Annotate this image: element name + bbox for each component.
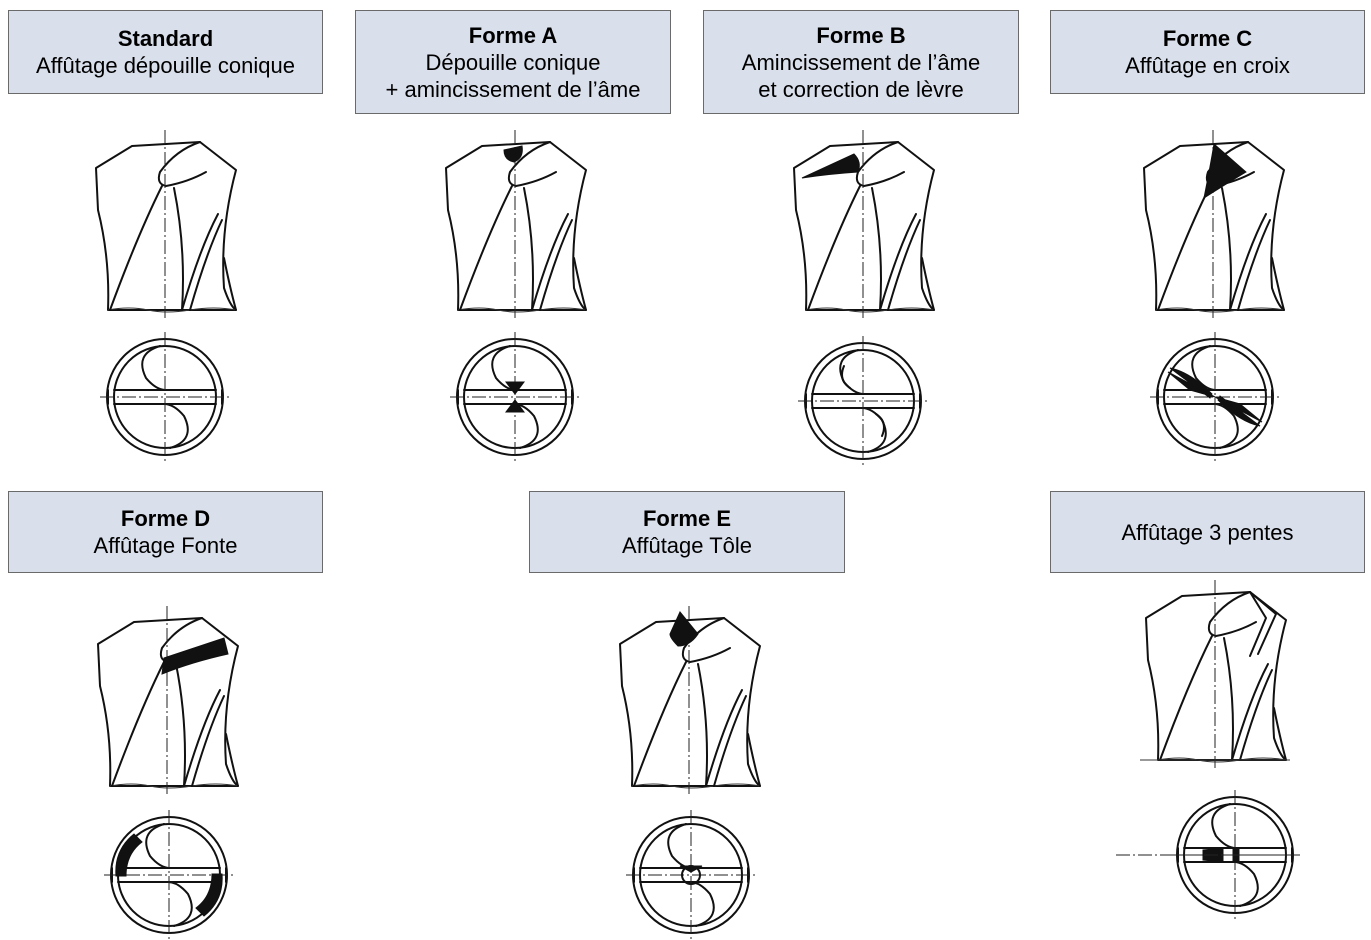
forme-b-side-view: [788, 128, 938, 318]
forme-d-band-mark: [115, 833, 223, 917]
label-line: et correction de lèvre: [758, 76, 964, 102]
label-forme-d: Forme D Affûtage Fonte: [8, 491, 323, 573]
forme-c-side-view: [1138, 128, 1288, 318]
label-line: Affûtage dépouille conique: [36, 53, 295, 78]
forme-d-end-view: [104, 810, 234, 940]
label-title: Forme B: [816, 22, 906, 48]
label-title: Forme A: [468, 22, 558, 48]
standard-side-view: [90, 128, 240, 318]
label-line: + amincissement de l’âme: [385, 76, 641, 102]
label-title: Forme D: [120, 506, 211, 531]
forme-b-end-view: [798, 336, 928, 466]
label-line: Affûtage Tôle: [621, 533, 753, 558]
standard-end-view: [100, 332, 230, 462]
forme-e-side-view: [614, 604, 764, 794]
trois-pentes-facet-lines: [1249, 591, 1277, 657]
label-line: Amincissement de l’âme: [741, 49, 981, 75]
label-title: Forme C: [1162, 26, 1253, 51]
label-line: Affûtage Fonte: [93, 533, 238, 558]
label-line: Affûtage 3 pentes: [1121, 519, 1294, 545]
forme-e-point-mark: [669, 611, 699, 647]
label-title: Standard: [117, 26, 214, 51]
trois-pentes-end-view: [1116, 790, 1300, 920]
label-line: Affûtage en croix: [1125, 53, 1290, 78]
trois-pentes-side-view: [1140, 578, 1290, 768]
forme-c-end-view: [1150, 332, 1280, 462]
forme-c-cross-mark: [1203, 143, 1247, 200]
forme-a-end-view: [450, 332, 580, 462]
label-forme-e: Forme E Affûtage Tôle: [529, 491, 845, 573]
forme-a-side-view: [440, 128, 590, 318]
forme-d-band-mark: [161, 637, 229, 675]
forme-a-tip-mark: [503, 145, 523, 163]
forme-e-end-view: [626, 810, 756, 940]
label-forme-c: Forme C Affûtage en croix: [1050, 10, 1365, 94]
forme-c-cross-mark: [1167, 367, 1263, 427]
forme-b-lip-line: [841, 365, 885, 437]
label-forme-a: Forme A Dépouille conique + amincissemen…: [355, 10, 671, 114]
label-standard: Standard Affûtage dépouille conique: [8, 10, 323, 94]
forme-a-web-mark: [505, 381, 525, 413]
forme-d-side-view: [92, 604, 242, 794]
label-line: Dépouille conique: [425, 49, 601, 75]
label-title: Forme E: [642, 506, 732, 531]
forme-b-lip-mark: [801, 153, 860, 179]
label-trois-pentes: Affûtage 3 pentes: [1050, 491, 1365, 573]
label-forme-b: Forme B Amincissement de l’âme et correc…: [703, 10, 1019, 114]
